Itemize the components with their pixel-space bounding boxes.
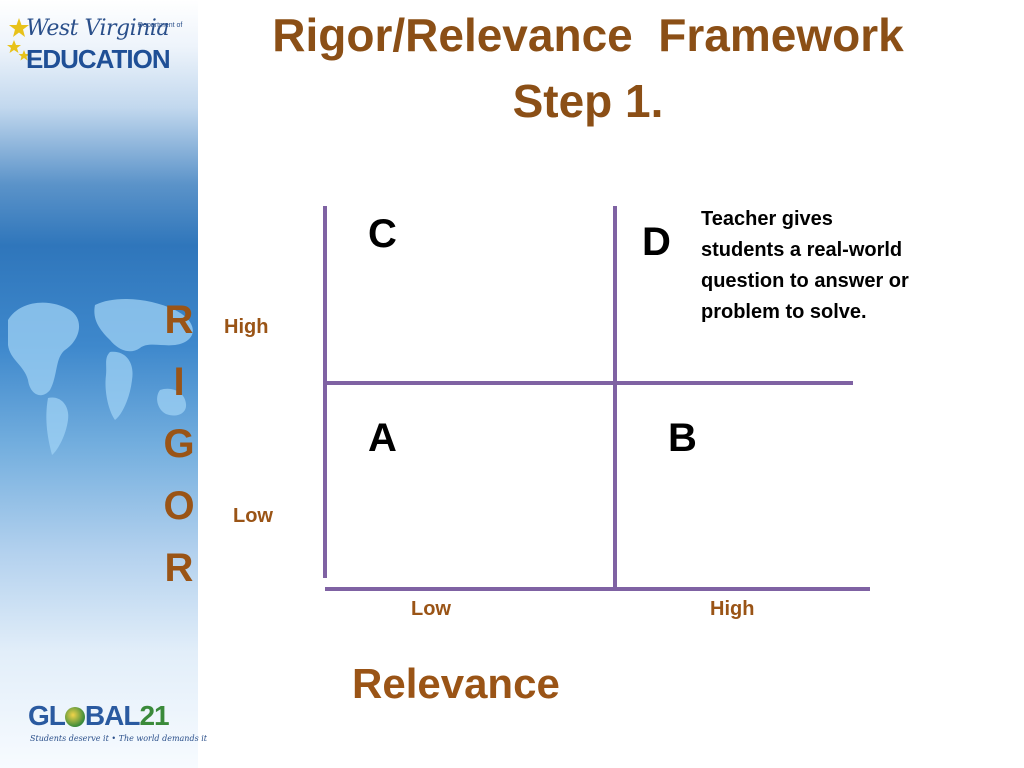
rigor-letter-o: O: [163, 484, 195, 528]
quadrant-d-label: D: [642, 220, 671, 264]
stars-icon: [7, 18, 30, 61]
rigor-high-label: High: [224, 316, 269, 338]
global21-logo-bal: BAL: [84, 700, 141, 731]
rigor-letter-r2: R: [164, 546, 194, 590]
wv-education-logo: [4, 12, 194, 84]
relevance-high-label: High: [710, 598, 755, 620]
global21-logo-number: 21: [139, 700, 169, 731]
relevance-axis-label: Relevance: [352, 660, 560, 707]
global21-logo: GL BAL21: [28, 700, 170, 732]
quadrant-d-note: Teacher gives students a real-world ques…: [701, 208, 909, 323]
page-title: Rigor/Relevance Framework Step 1.: [200, 2, 976, 134]
quadrant-c-label: C: [368, 212, 397, 256]
rigor-low-label: Low: [233, 505, 273, 527]
title-line-1: Rigor/Relevance Framework: [272, 9, 904, 61]
globe-icon: [64, 707, 85, 727]
world-map-icon: [8, 298, 193, 455]
global21-tagline: Students deserve it • The world demands …: [30, 734, 207, 743]
rigor-letter-r1: R: [164, 298, 194, 342]
wv-logo-script-text: West Virginia: [26, 16, 169, 41]
global21-logo-gl: GL: [28, 700, 66, 731]
sidebar-decoration: [0, 0, 198, 768]
rigor-letter-g: G: [163, 422, 195, 466]
quadrant-a-label: A: [368, 416, 397, 460]
title-line-2: Step 1.: [512, 75, 664, 127]
rigor-letter-i: I: [173, 360, 185, 404]
wv-logo-education-text: EDUCATION: [26, 44, 171, 74]
quadrant-b-label: B: [668, 416, 697, 460]
relevance-low-label: Low: [411, 598, 451, 620]
wv-logo-dept-text: Department of: [138, 22, 183, 29]
